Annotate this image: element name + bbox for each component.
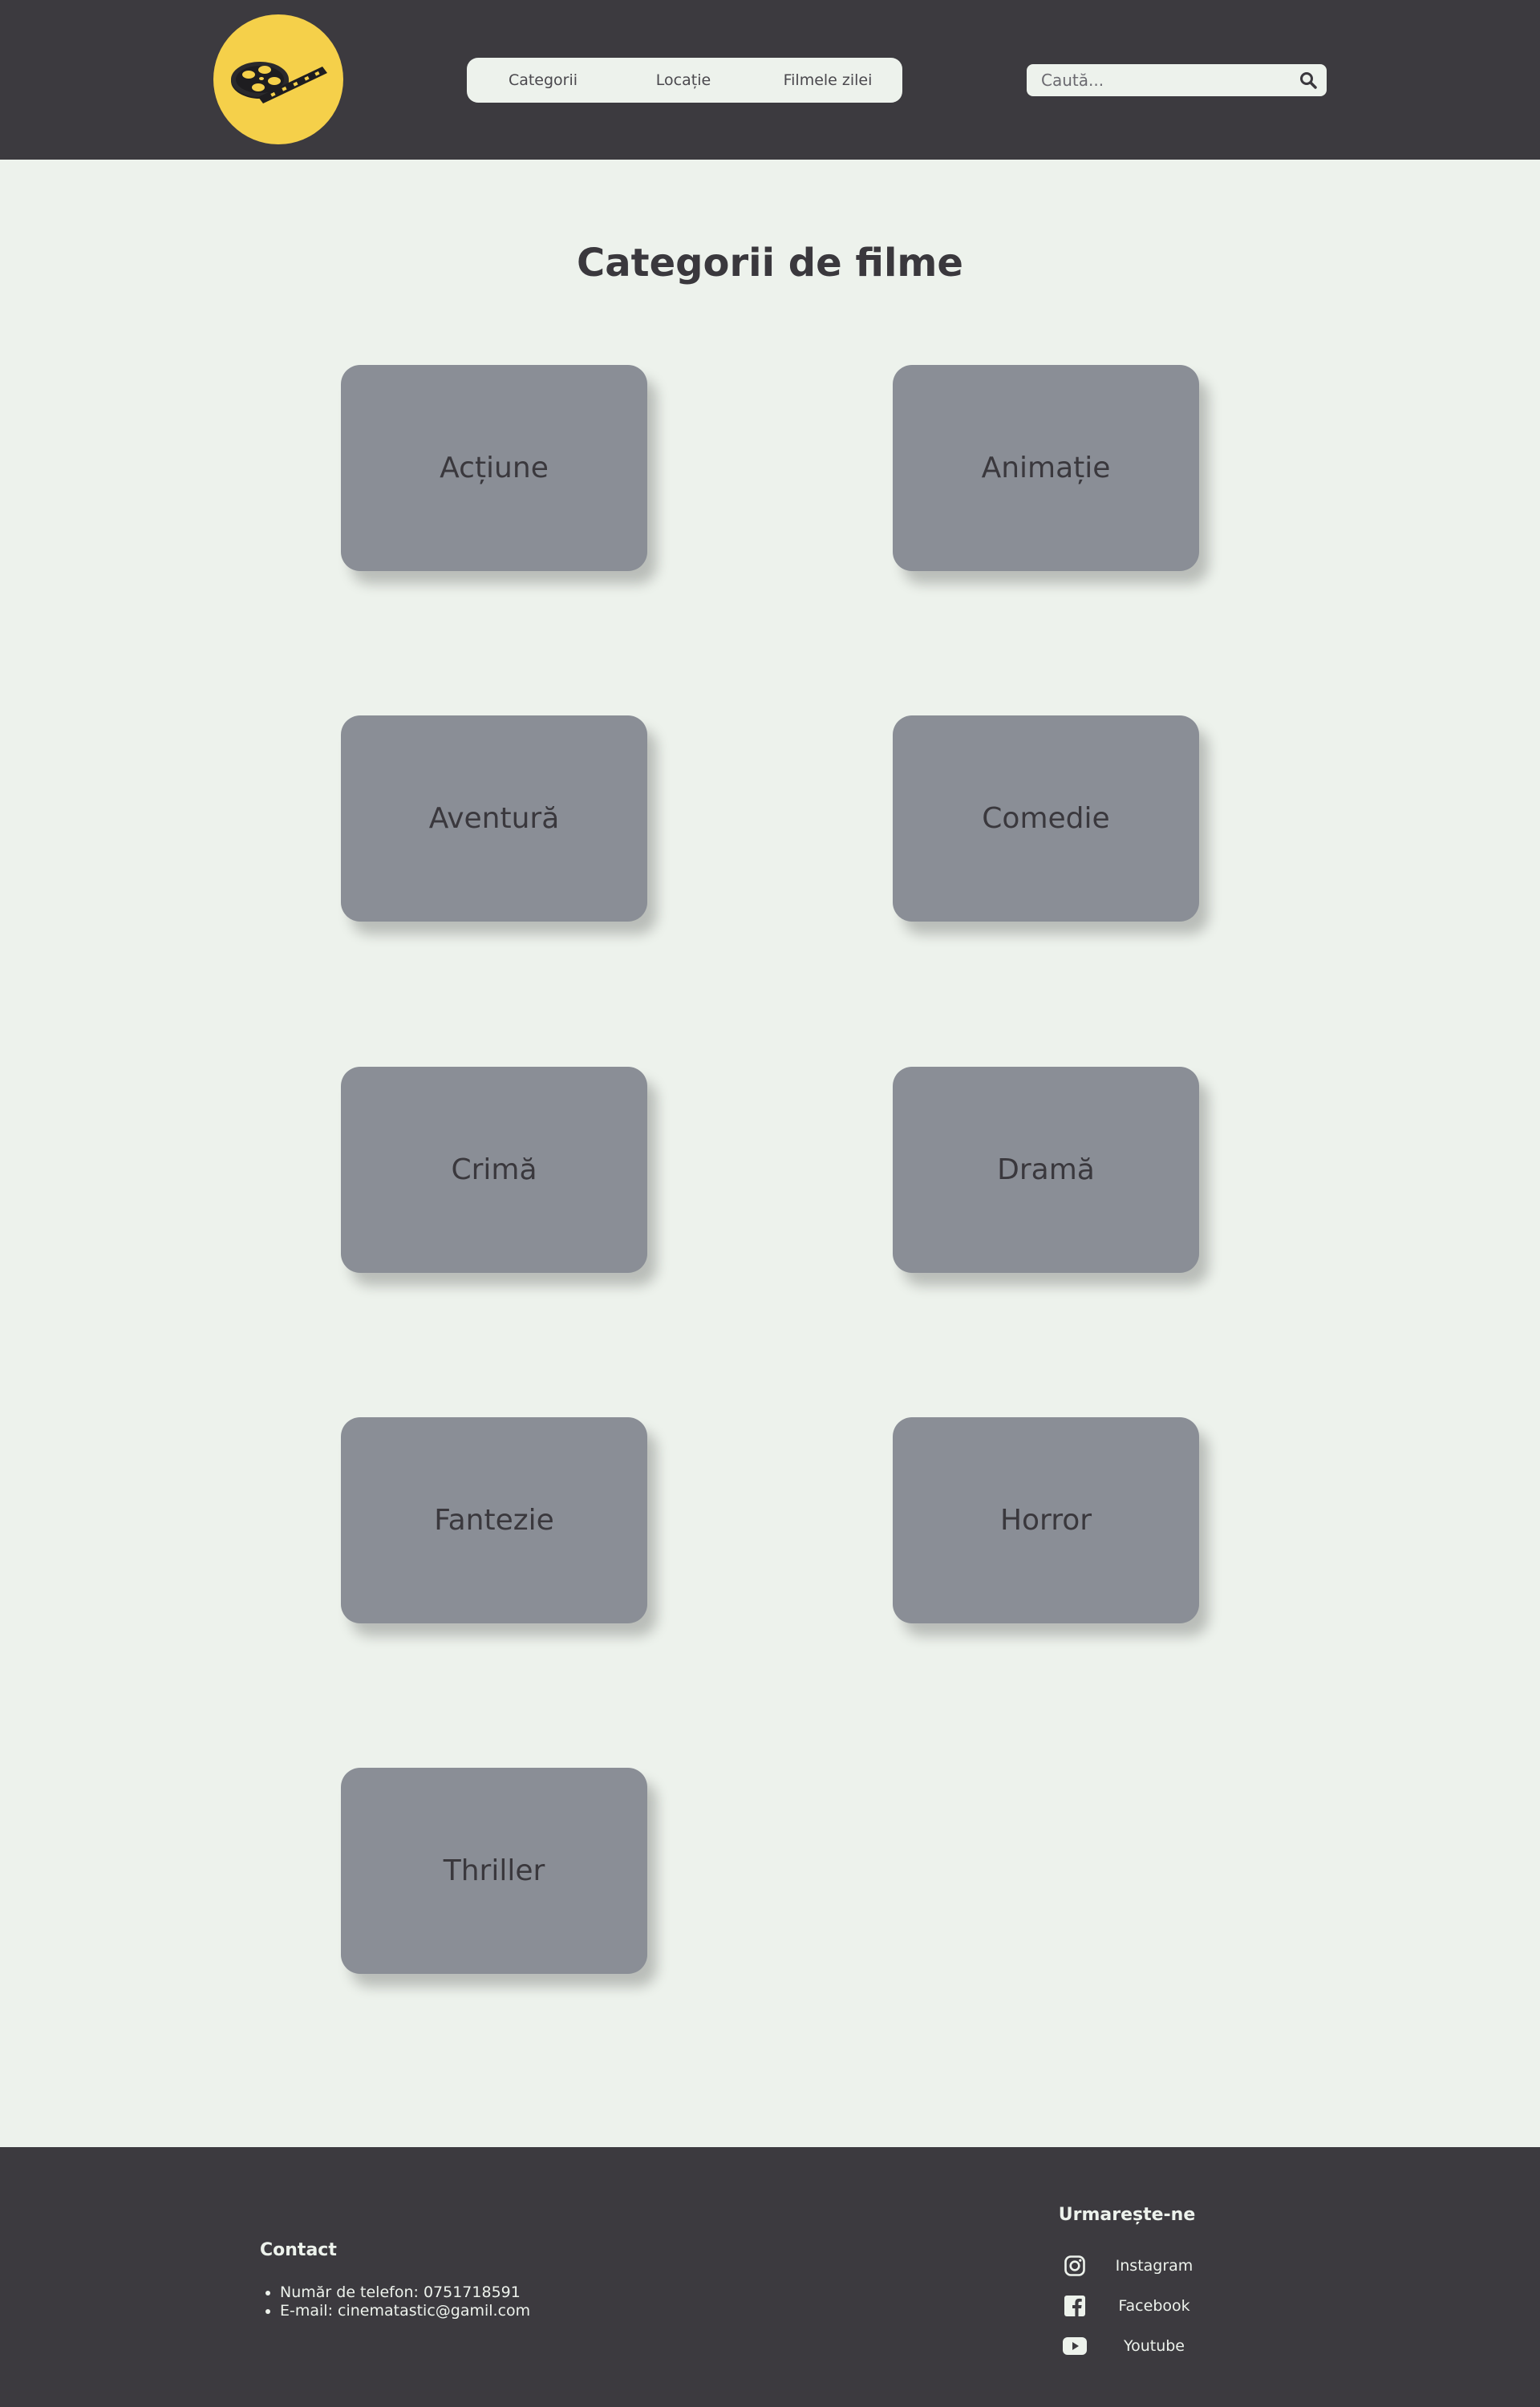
social-label: Instagram bbox=[1115, 2257, 1194, 2275]
category-card-crima[interactable]: Crimă bbox=[341, 1067, 647, 1273]
contact-list: Număr de telefon: 0751718591 E-mail: cin… bbox=[280, 2283, 530, 2320]
contact-title: Contact bbox=[260, 2240, 337, 2260]
category-label: Crimă bbox=[451, 1153, 537, 1186]
search-input[interactable] bbox=[1027, 64, 1291, 96]
contact-phone: Număr de telefon: 0751718591 bbox=[280, 2283, 530, 2302]
site-header: Categorii Locație Filmele zilei bbox=[0, 0, 1540, 160]
nav-categorii[interactable]: Categorii bbox=[508, 71, 578, 89]
category-label: Acțiune bbox=[440, 452, 549, 484]
category-card-animatie[interactable]: Animație bbox=[893, 365, 1199, 571]
category-card-drama[interactable]: Dramă bbox=[893, 1067, 1199, 1273]
search-button[interactable] bbox=[1295, 67, 1322, 93]
site-logo[interactable] bbox=[213, 14, 343, 144]
facebook-icon bbox=[1062, 2293, 1088, 2319]
category-label: Comedie bbox=[982, 802, 1110, 835]
category-card-fantezie[interactable]: Fantezie bbox=[341, 1417, 647, 1623]
category-label: Thriller bbox=[443, 1854, 545, 1887]
category-label: Animație bbox=[981, 452, 1111, 484]
social-link-facebook[interactable]: Facebook bbox=[1062, 2292, 1222, 2320]
contact-email: E-mail: cinematastic@gamil.com bbox=[280, 2302, 530, 2320]
category-label: Aventură bbox=[428, 802, 560, 835]
film-reel-icon bbox=[231, 62, 327, 103]
follow-title: Urmarește-ne bbox=[1058, 2205, 1196, 2225]
social-link-youtube[interactable]: Youtube bbox=[1062, 2332, 1222, 2360]
main-nav: Categorii Locație Filmele zilei bbox=[467, 58, 902, 103]
nav-locatie[interactable]: Locație bbox=[655, 71, 711, 89]
category-label: Fantezie bbox=[434, 1504, 554, 1537]
social-label: Facebook bbox=[1118, 2297, 1190, 2315]
nav-filmele-zilei[interactable]: Filmele zilei bbox=[783, 71, 873, 89]
category-card-thriller[interactable]: Thriller bbox=[341, 1768, 647, 1974]
instagram-icon bbox=[1062, 2253, 1088, 2279]
category-card-comedie[interactable]: Comedie bbox=[893, 715, 1199, 922]
category-label: Horror bbox=[999, 1504, 1092, 1537]
page-title: Categorii de filme bbox=[577, 241, 963, 286]
youtube-icon bbox=[1062, 2333, 1088, 2359]
search-box bbox=[1027, 64, 1327, 96]
category-label: Dramă bbox=[997, 1153, 1095, 1186]
social-label: Youtube bbox=[1124, 2337, 1185, 2355]
search-icon bbox=[1300, 72, 1317, 89]
site-footer: Contact Număr de telefon: 0751718591 E-m… bbox=[0, 2147, 1540, 2407]
category-card-horror[interactable]: Horror bbox=[893, 1417, 1199, 1623]
category-card-actiune[interactable]: Acțiune bbox=[341, 365, 647, 571]
social-link-instagram[interactable]: Instagram bbox=[1062, 2252, 1222, 2279]
category-card-aventura[interactable]: Aventură bbox=[341, 715, 647, 922]
